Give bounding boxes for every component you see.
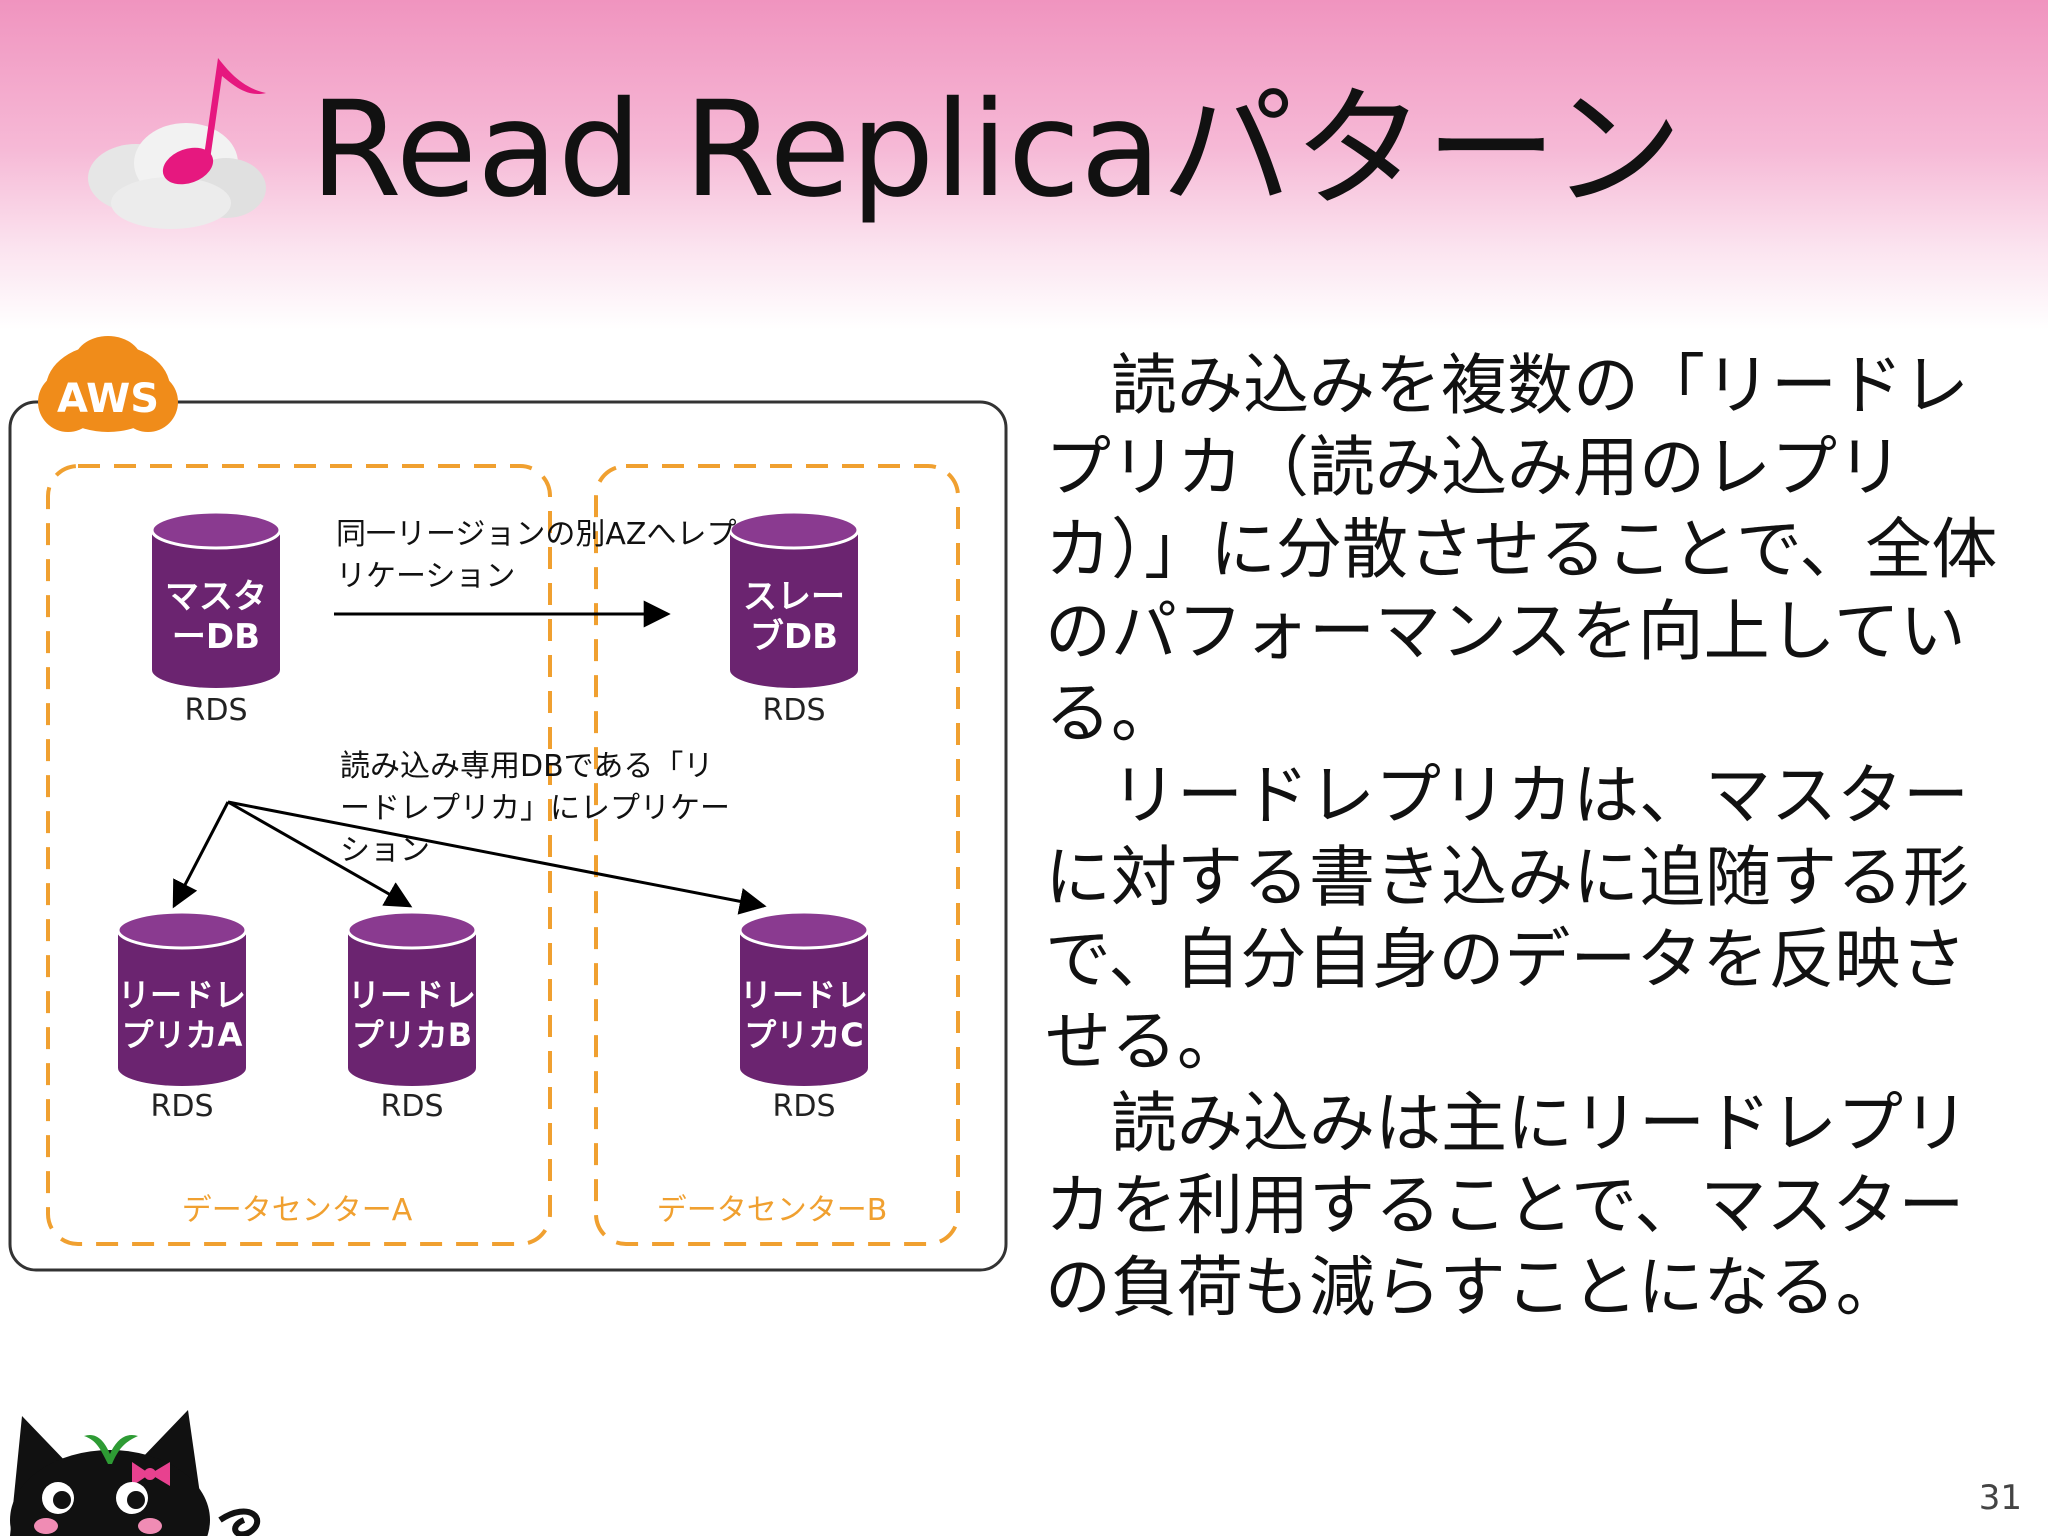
read-replica-b-label-line2: プリカB (352, 1016, 472, 1054)
architecture-diagram: AWS データセンターA データセンターB マスタ ーDB RDS スレー ブD… (8, 336, 1008, 1272)
body-paragraph: リードレプリカは、マスターに対する書き込みに追随する形で、自分自身のデータを反映… (1045, 757, 1969, 1080)
read-replica-b-db: リードレ プリカB RDS (346, 910, 478, 1124)
body-text: 読み込みを複数の「リードレプリカ（読み込み用のレプリカ）」に分散させることで、全… (1045, 345, 2005, 1329)
slide-title: Read Replicaパターン (310, 73, 1683, 227)
body-paragraph: 読み込みは主にリードレプリカを利用することで、マスターの負荷も減らすことになる。 (1045, 1085, 1969, 1326)
replication-arrow-to-replica-a (172, 801, 230, 909)
read-replica-c-service: RDS (773, 1089, 836, 1124)
aws-badge-label: AWS (57, 376, 159, 422)
read-replication-note-line1: 読み込み専用DBである「リ (340, 749, 713, 784)
read-replica-b-label-line1: リードレ (348, 976, 476, 1014)
slave-db: スレー ブDB RDS (728, 510, 860, 728)
replication-arrow-to-replica-b (227, 800, 413, 908)
black-cat-mascot (10, 1410, 261, 1536)
master-db-label-line1: マスタ (165, 577, 267, 617)
read-replica-c-label-line2: プリカC (744, 1016, 864, 1054)
page-number: 31 (1978, 1478, 2022, 1518)
datacenter-b-label: データセンターB (657, 1193, 888, 1228)
music-note-cloud-logo (88, 58, 266, 229)
replication-arrow-to-replica-c (227, 800, 767, 915)
read-replica-c-label-line1: リードレ (740, 976, 868, 1014)
read-replication-note-line2: ードレプリカ」にレプリケー (340, 791, 730, 826)
datacenter-b-boundary (594, 464, 960, 1246)
aws-badge: AWS (38, 336, 178, 432)
slave-db-service: RDS (763, 693, 826, 728)
az-replication-note-line1: 同一リージョンの別AZへレプ (336, 517, 736, 552)
az-replication-note-line2: リケーション (336, 559, 515, 594)
read-replica-a-label-line2: プリカA (122, 1016, 243, 1054)
master-db: マスタ ーDB RDS (150, 510, 282, 728)
read-replica-c-db: リードレ プリカC RDS (738, 910, 870, 1124)
read-replica-b-service: RDS (381, 1089, 444, 1124)
slave-db-label-line2: ブDB (750, 617, 838, 657)
master-db-service: RDS (185, 693, 248, 728)
datacenter-a-label: データセンターA (182, 1193, 413, 1228)
slave-db-label-line1: スレー (743, 577, 845, 617)
header-band (0, 0, 2048, 330)
datacenter-a-boundary (46, 464, 552, 1246)
read-replica-a-service: RDS (151, 1089, 214, 1124)
body-paragraph: 読み込みを複数の「リードレプリカ（読み込み用のレプリカ）」に分散させることで、全… (1045, 347, 1998, 752)
master-db-label-line2: ーDB (172, 617, 260, 657)
read-replica-a-label-line1: リードレ (118, 976, 246, 1014)
read-replica-a-db: リードレ プリカA RDS (116, 910, 248, 1124)
